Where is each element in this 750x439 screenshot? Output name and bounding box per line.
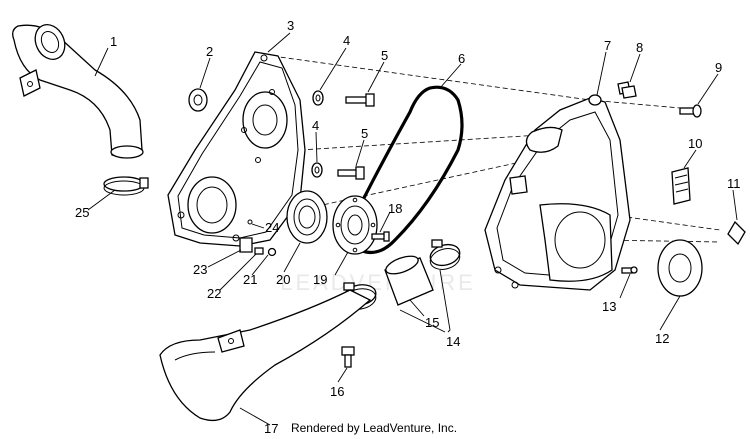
part-24-rivet [247, 219, 253, 225]
callout-25: 25 [75, 205, 89, 220]
callout-5-upper: 5 [381, 48, 388, 63]
part-10-decal [671, 167, 691, 205]
callout-12: 12 [655, 331, 669, 346]
part-11-label [727, 220, 746, 246]
part-9-screw [679, 104, 702, 118]
callout-23: 23 [193, 262, 207, 277]
part-22-nut [254, 247, 264, 255]
part-14-clamp-right [429, 239, 461, 270]
part-19-bearing-plate [332, 195, 378, 255]
callout-20: 20 [276, 272, 290, 287]
callout-4-lower: 4 [312, 118, 319, 133]
part-17-exhaust-duct [159, 289, 372, 422]
callout-numbers: 1 25 2 3 4 5 4 5 6 7 8 9 10 11 12 13 14 … [75, 18, 741, 436]
part-12-gasket [657, 239, 703, 297]
part-8-clip [617, 81, 637, 99]
part-20-seal [286, 190, 328, 244]
part-21-screw [267, 247, 277, 257]
callout-3: 3 [287, 18, 294, 33]
watermark: LEADVENTURE [280, 270, 476, 295]
part-13-screw [621, 266, 638, 274]
part-7-outer-cover [484, 94, 631, 291]
part-25-clamp [103, 176, 149, 196]
callout-4-upper: 4 [343, 33, 350, 48]
part-15-tube [384, 255, 434, 306]
part-23-bracket [239, 237, 253, 253]
callout-14: 14 [446, 334, 460, 349]
part-4-washer-lower [311, 162, 323, 178]
part-16-bolt [341, 346, 355, 368]
part-5-bolt-upper [345, 93, 375, 107]
footer-credit: Rendered by LeadVenture, Inc. [291, 421, 457, 435]
callout-19: 19 [313, 272, 327, 287]
part-4-washer-upper [312, 90, 324, 106]
callout-8: 8 [636, 40, 643, 55]
part-5-bolt-lower [337, 166, 365, 180]
callout-16: 16 [330, 384, 344, 399]
callout-13: 13 [602, 299, 616, 314]
part-6-drive-belt [350, 85, 464, 254]
callout-5-lower: 5 [361, 126, 368, 141]
part-18-screw [371, 231, 390, 242]
callout-1: 1 [110, 34, 117, 49]
part-2-grommet [188, 88, 208, 112]
callout-21: 21 [243, 272, 257, 287]
part-1-intake-duct [12, 23, 144, 159]
callout-22: 22 [207, 286, 221, 301]
callout-18: 18 [388, 201, 402, 216]
callout-17: 17 [264, 421, 278, 436]
part-3-inner-cover [167, 51, 306, 247]
callout-15: 15 [425, 315, 439, 330]
callout-2: 2 [206, 44, 213, 59]
callout-24: 24 [265, 220, 279, 235]
callout-9: 9 [715, 60, 722, 75]
leader-lines [87, 32, 738, 426]
callout-7: 7 [604, 38, 611, 53]
callout-6: 6 [458, 51, 465, 66]
callout-11: 11 [727, 176, 741, 191]
callout-10: 10 [688, 136, 702, 151]
